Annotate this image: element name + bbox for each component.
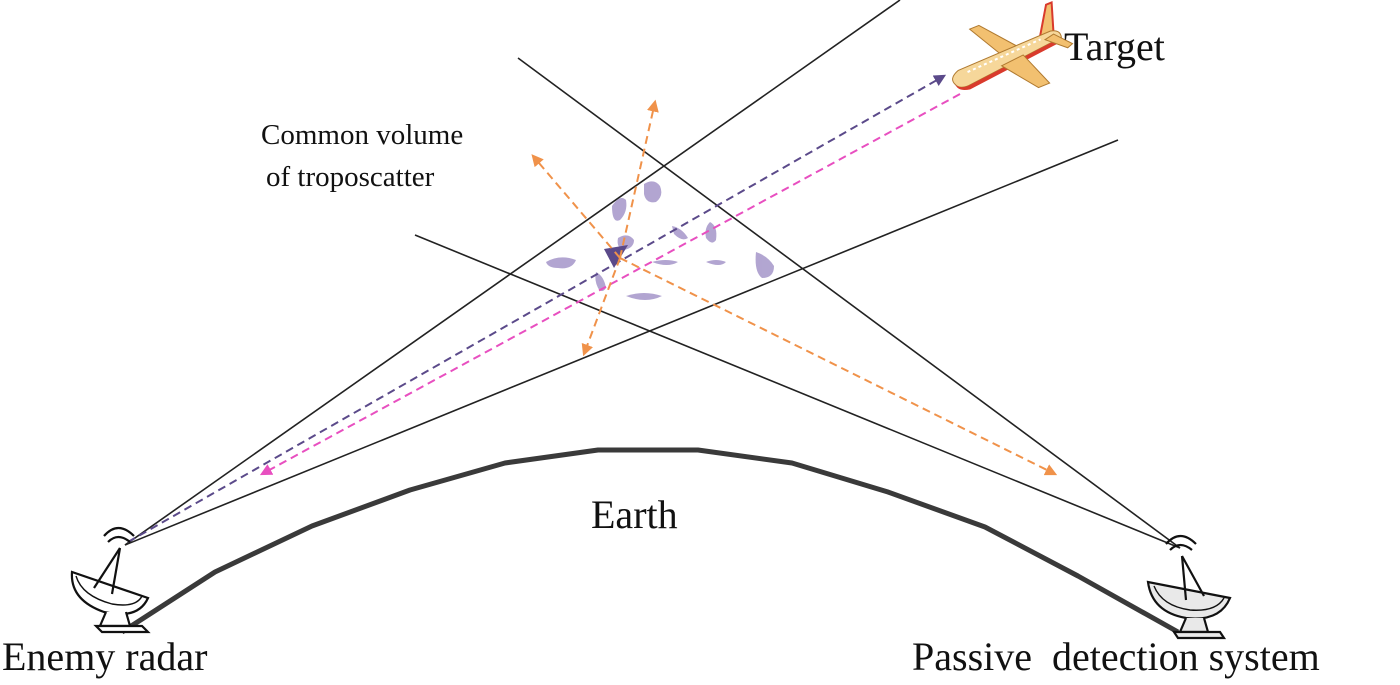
passive-receiver-dish (1146, 534, 1232, 640)
turbulence-blob-icon (644, 181, 662, 203)
turbulence-blob-icon (595, 272, 606, 291)
scatter-point-marker (604, 245, 628, 268)
scatterers (546, 181, 774, 300)
enemy-radar-dish (70, 526, 151, 634)
receiver-beam (414, 57, 1181, 549)
receiver-beam-upper-edge (517, 57, 1181, 549)
earth-curve (120, 447, 1180, 635)
receiver-beam-lower-edge (414, 234, 1181, 549)
common-volume-label-line1: Common volume (261, 119, 463, 151)
scatter-path-upper-left (531, 154, 621, 259)
radar-beam-lower-edge (124, 139, 1119, 546)
radar-beam (124, 0, 1119, 546)
passive-detection-system-label: Passive detection system (912, 634, 1320, 679)
scatter-paths (531, 99, 1058, 476)
scatter-path-to-receiver (619, 257, 1058, 476)
target-label: Target (1064, 24, 1165, 69)
common-volume-label-line2: of troposcatter (266, 161, 435, 193)
turbulence-blob-icon (546, 257, 576, 269)
satellite-dish-icon (70, 526, 151, 634)
radar-beam-upper-edge (124, 0, 901, 546)
turbulence-blob-icon (652, 260, 678, 265)
scatter-path-up (619, 99, 659, 259)
turbulence-blob-icon (612, 198, 627, 221)
earth-label: Earth (591, 492, 678, 537)
enemy-radar-label: Enemy radar (2, 634, 207, 679)
turbulence-blob-icon (626, 293, 662, 300)
airplane-icon (952, 1, 1074, 91)
turbulence-blob-icon (755, 252, 774, 278)
scatter-path-down (581, 257, 621, 357)
satellite-dish-icon (1146, 534, 1232, 640)
turbulence-blob-icon (706, 260, 726, 265)
turbulence-blob-icon (672, 226, 688, 240)
